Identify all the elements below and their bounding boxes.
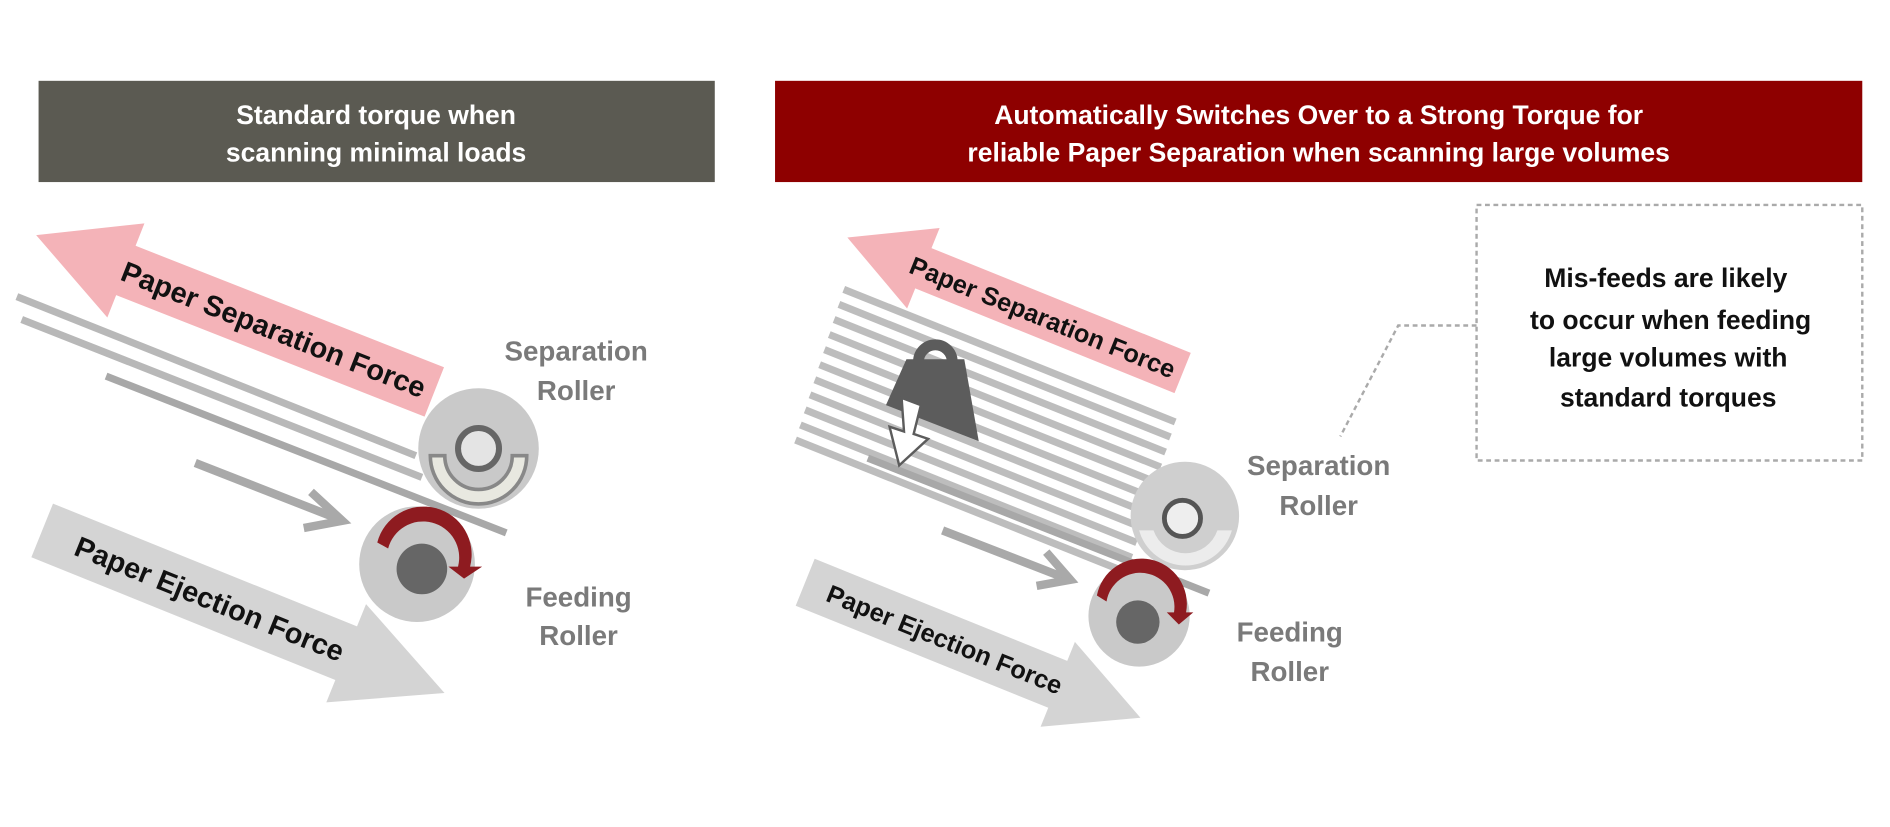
right-separation-roller-label-1: Separation	[1247, 450, 1390, 481]
paper-sheet	[837, 301, 1172, 441]
note-line-1: Mis-feeds are likely	[1544, 263, 1787, 293]
left-separation-roller	[418, 388, 539, 509]
left-header-line-1: Standard torque when	[236, 100, 516, 130]
right-ejection-force-label: Paper Ejection Force	[822, 580, 1066, 700]
left-feeding-roller-label-1: Feeding	[525, 581, 631, 612]
right-feeding-roller	[1088, 558, 1194, 667]
left-header-line-2: scanning minimal loads	[226, 138, 526, 168]
note-line-2: to occur when feeding	[1530, 305, 1811, 335]
paper-sheet	[823, 346, 1158, 486]
right-header: Automatically Switches Over to a Strong …	[775, 80, 1863, 183]
right-feed-direction-arrow	[941, 526, 1079, 591]
right-paper-sheets	[794, 285, 1177, 576]
left-feeding-roller	[359, 506, 483, 623]
left-ejection-force-label: Paper Ejection Force	[70, 531, 349, 668]
left-separation-roller-label-1: Separation	[505, 335, 648, 366]
left-feed-direction-arrow	[193, 458, 352, 533]
weight-icon	[885, 339, 979, 468]
paper-sheet	[827, 331, 1163, 471]
left-feeding-roller-label-2: Roller	[539, 620, 618, 651]
left-separation-roller-label-2: Roller	[537, 375, 616, 406]
paper-sheet	[803, 406, 1138, 546]
left-header: Standard torque when scanning minimal lo…	[38, 80, 715, 183]
paper-sheet	[808, 391, 1143, 531]
right-separation-roller-label-2: Roller	[1279, 490, 1358, 521]
right-header-line-1: Automatically Switches Over to a Strong …	[994, 100, 1643, 130]
paper-sheet	[842, 285, 1177, 426]
paper-sheet	[832, 316, 1167, 456]
right-feeding-roller-label-1: Feeding	[1237, 616, 1343, 647]
paper-sheet	[794, 436, 1129, 576]
paper-sheet	[813, 376, 1148, 516]
right-feeding-roller-label-2: Roller	[1250, 656, 1329, 687]
paper-sheet	[799, 421, 1134, 561]
right-separation-roller	[1130, 461, 1240, 571]
right-header-line-2: reliable Paper Separation when scanning …	[967, 138, 1669, 168]
misfeed-callout: Mis-feeds are likely to occur when feedi…	[1339, 203, 1864, 462]
note-line-3: large volumes with	[1549, 342, 1788, 372]
left-separation-force-label: Paper Separation Force	[116, 256, 430, 405]
left-paper-sheets	[15, 293, 508, 537]
paper-sheet	[818, 361, 1153, 501]
note-line-4: standard torques	[1560, 382, 1776, 412]
